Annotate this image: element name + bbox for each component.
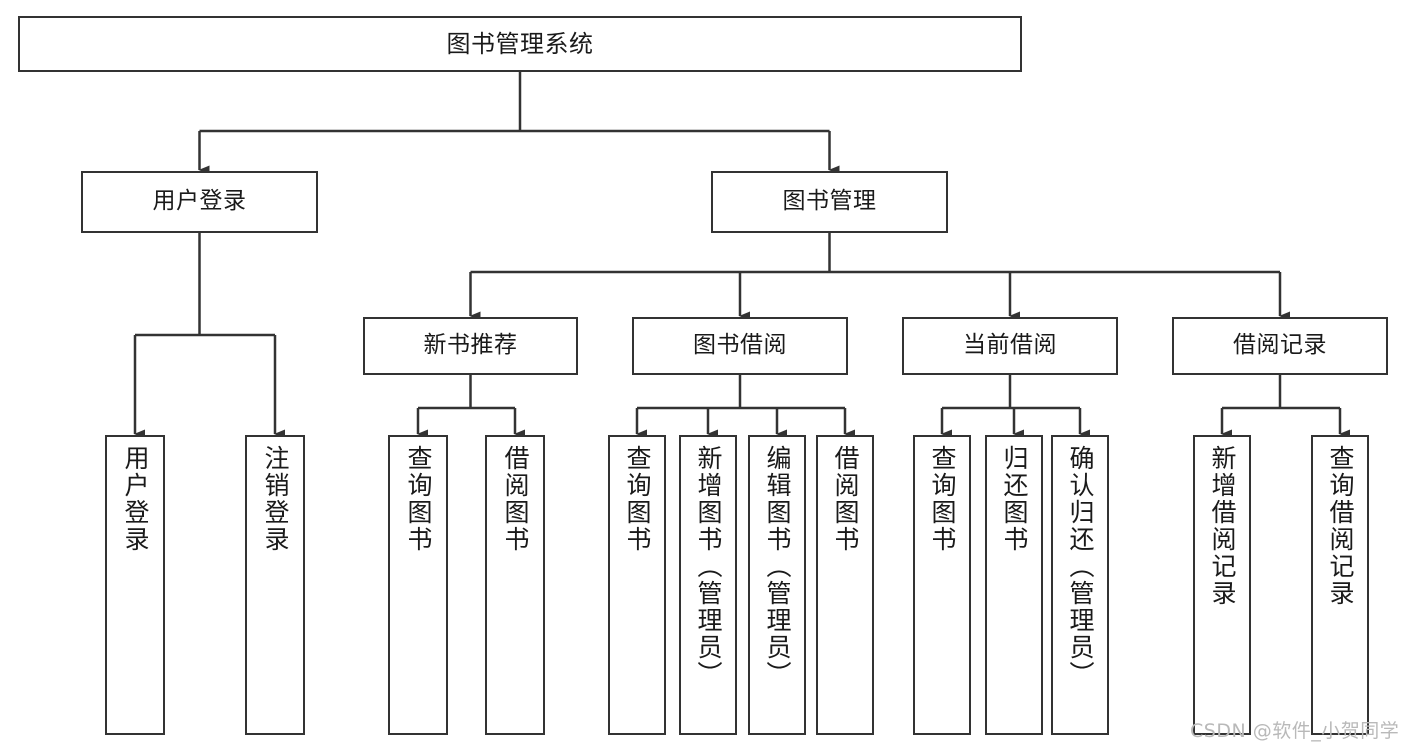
node-label: 借阅记录 [1233, 332, 1327, 359]
node-l-rec-query[interactable]: 查询借阅记录 [1311, 435, 1369, 735]
node-label: 新增借阅记录 [1208, 445, 1237, 607]
node-label: 查询图书 [928, 445, 957, 553]
node-l-nb-borrow[interactable]: 借阅图书 [485, 435, 545, 735]
node-label: 图书管理系统 [446, 29, 594, 58]
node-l-logout[interactable]: 注销登录 [245, 435, 305, 735]
node-newbook[interactable]: 新书推荐 [363, 317, 578, 375]
node-l-login[interactable]: 用户登录 [105, 435, 165, 735]
node-label: 编辑图书（管理员） [763, 445, 792, 688]
node-label: 借阅图书 [501, 445, 530, 553]
node-l-br-query[interactable]: 查询图书 [608, 435, 666, 735]
node-root[interactable]: 图书管理系统 [18, 16, 1022, 72]
watermark: CSDN @软件_小贺同学 [1190, 720, 1400, 742]
node-label: 用户登录 [121, 445, 150, 553]
node-label: 新增图书（管理员） [694, 445, 723, 688]
node-current[interactable]: 当前借阅 [902, 317, 1118, 375]
node-bookmgmt[interactable]: 图书管理 [711, 171, 948, 233]
node-label: 确认归还（管理员） [1066, 445, 1095, 688]
node-label: 注销登录 [261, 445, 290, 553]
node-label: 用户登录 [152, 188, 247, 215]
edge-lines [133, 72, 1350, 439]
node-label: 图书管理 [782, 188, 877, 215]
node-login[interactable]: 用户登录 [81, 171, 318, 233]
node-label: 当前借阅 [963, 332, 1057, 359]
node-l-br-borrow[interactable]: 借阅图书 [816, 435, 874, 735]
node-label: 图书借阅 [693, 332, 787, 359]
node-label: 借阅图书 [831, 445, 860, 553]
node-label: 新书推荐 [423, 332, 518, 359]
node-l-nb-query[interactable]: 查询图书 [388, 435, 448, 735]
node-l-rec-add[interactable]: 新增借阅记录 [1193, 435, 1251, 735]
node-borrow[interactable]: 图书借阅 [632, 317, 848, 375]
node-l-cur-query[interactable]: 查询图书 [913, 435, 971, 735]
node-l-br-add[interactable]: 新增图书（管理员） [679, 435, 737, 735]
node-record[interactable]: 借阅记录 [1172, 317, 1388, 375]
node-label: 查询图书 [404, 445, 433, 553]
node-label: 查询借阅记录 [1326, 445, 1355, 607]
node-l-cur-conf[interactable]: 确认归还（管理员） [1051, 435, 1109, 735]
node-l-br-edit[interactable]: 编辑图书（管理员） [748, 435, 806, 735]
node-l-cur-ret[interactable]: 归还图书 [985, 435, 1043, 735]
node-label: 归还图书 [1000, 445, 1029, 553]
node-label: 查询图书 [623, 445, 652, 553]
